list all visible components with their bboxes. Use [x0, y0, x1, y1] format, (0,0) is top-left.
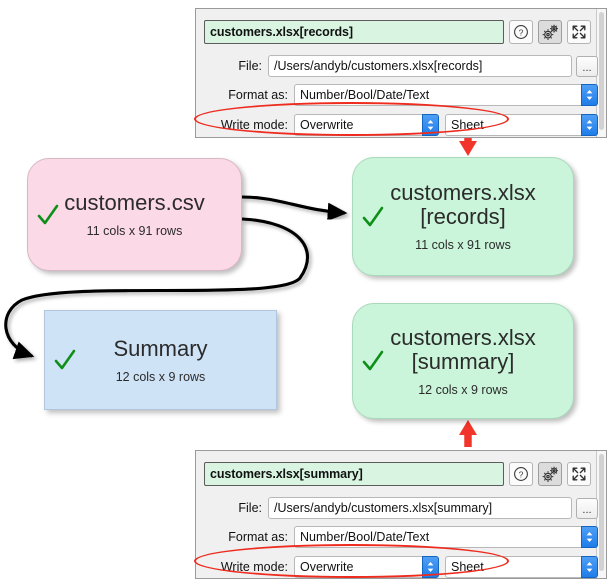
status-ok-icon: [37, 204, 59, 224]
format-as-row: Format as: Number/Bool/Date/Text: [204, 525, 598, 549]
svg-text:?: ?: [519, 27, 524, 37]
write-mode-value[interactable]: Overwrite: [294, 556, 422, 578]
node-customers-xlsx-summary[interactable]: customers.xlsx [summary] 12 cols x 9 row…: [352, 303, 574, 419]
format-as-combobox[interactable]: Number/Bool/Date/Text: [294, 84, 598, 106]
summary-inspector-panel: customers.xlsx[summary] ?: [195, 450, 607, 579]
node-title-second-line: [records]: [420, 204, 506, 229]
browse-button[interactable]: ...: [576, 55, 598, 77]
format-as-combobox[interactable]: Number/Bool/Date/Text: [294, 526, 598, 548]
node-title: customers.xlsx: [390, 324, 536, 350]
write-target-value[interactable]: Sheet: [445, 556, 581, 578]
node-summary[interactable]: Summary 12 cols x 9 rows: [44, 310, 277, 410]
write-target-stepper[interactable]: [581, 556, 598, 578]
node-customers-xlsx-records[interactable]: customers.xlsx [records] 11 cols x 91 ro…: [352, 157, 574, 276]
svg-text:?: ?: [519, 469, 524, 479]
chevron-updown-icon: [427, 120, 434, 130]
annotation-arrow-up: [459, 420, 477, 447]
help-button[interactable]: ?: [509, 20, 533, 44]
chevron-updown-icon: [586, 90, 593, 100]
write-mode-label: Write mode:: [220, 118, 288, 132]
write-mode-label: Write mode:: [220, 560, 288, 574]
write-mode-value[interactable]: Overwrite: [294, 114, 422, 136]
format-as-value[interactable]: Number/Bool/Date/Text: [294, 84, 581, 106]
write-target-combobox[interactable]: Sheet: [445, 556, 598, 578]
node-subtitle: 11 cols x 91 rows: [86, 224, 183, 238]
panel-title-field[interactable]: customers.xlsx[records]: [204, 20, 504, 44]
write-mode-row: Write mode: Overwrite Sheet: [204, 555, 598, 578]
gears-icon: [542, 24, 558, 40]
status-ok-icon: [54, 349, 76, 370]
file-input[interactable]: /Users/andyb/customers.xlsx[records]: [268, 55, 572, 77]
write-mode-stepper[interactable]: [422, 114, 439, 136]
node-title: Summary: [113, 335, 208, 361]
panel-title-field[interactable]: customers.xlsx[summary]: [204, 462, 504, 486]
chevron-updown-icon: [427, 562, 434, 572]
write-mode-stepper[interactable]: [422, 556, 439, 578]
format-as-stepper[interactable]: [581, 84, 598, 106]
file-row: File: /Users/andyb/customers.xlsx[summar…: [204, 496, 598, 520]
settings-button[interactable]: [538, 462, 562, 486]
node-customers-csv[interactable]: customers.csv 11 cols x 91 rows: [27, 158, 242, 271]
format-as-value[interactable]: Number/Bool/Date/Text: [294, 526, 581, 548]
write-mode-combobox[interactable]: Overwrite: [294, 556, 439, 578]
browse-button[interactable]: ...: [576, 497, 598, 519]
format-as-stepper[interactable]: [581, 526, 598, 548]
chevron-updown-icon: [586, 532, 593, 542]
node-title-second-line: [summary]: [411, 348, 515, 374]
format-as-label: Format as:: [228, 530, 288, 544]
records-inspector-panel: customers.xlsx[records] ?: [195, 8, 607, 138]
write-target-stepper[interactable]: [581, 114, 598, 136]
chevron-updown-icon: [586, 120, 593, 130]
node-subtitle: 11 cols x 91 rows: [415, 238, 511, 252]
node-subtitle: 12 cols x 9 rows: [115, 369, 206, 384]
file-input[interactable]: /Users/andyb/customers.xlsx[summary]: [268, 497, 572, 519]
format-as-row: Format as: Number/Bool/Date/Text: [204, 83, 598, 107]
expand-button[interactable]: [567, 20, 591, 44]
help-icon: ?: [514, 25, 528, 39]
expand-icon: [572, 467, 586, 481]
write-mode-row: Write mode: Overwrite Sheet: [204, 113, 598, 137]
panel-title-row: customers.xlsx[summary] ?: [204, 461, 598, 487]
help-icon: ?: [514, 467, 528, 481]
gears-icon: [542, 466, 558, 482]
node-subtitle: 12 cols x 9 rows: [418, 382, 508, 397]
status-ok-icon: [362, 206, 384, 226]
chevron-updown-icon: [586, 562, 593, 572]
expand-button[interactable]: [567, 462, 591, 486]
file-label: File:: [238, 501, 262, 515]
edge-csv-to-records: [241, 195, 348, 222]
node-title: customers.xlsx: [390, 180, 536, 205]
settings-button[interactable]: [538, 20, 562, 44]
write-mode-combobox[interactable]: Overwrite: [294, 114, 439, 136]
help-button[interactable]: ?: [509, 462, 533, 486]
write-target-value[interactable]: Sheet: [445, 114, 581, 136]
panel-title-row: customers.xlsx[records] ?: [204, 19, 598, 45]
format-as-label: Format as:: [228, 88, 288, 102]
file-row: File: /Users/andyb/customers.xlsx[record…: [204, 54, 598, 78]
expand-icon: [572, 25, 586, 39]
node-title: customers.csv: [64, 190, 205, 215]
status-ok-icon: [362, 350, 384, 371]
write-target-combobox[interactable]: Sheet: [445, 114, 598, 136]
file-label: File:: [238, 59, 262, 73]
